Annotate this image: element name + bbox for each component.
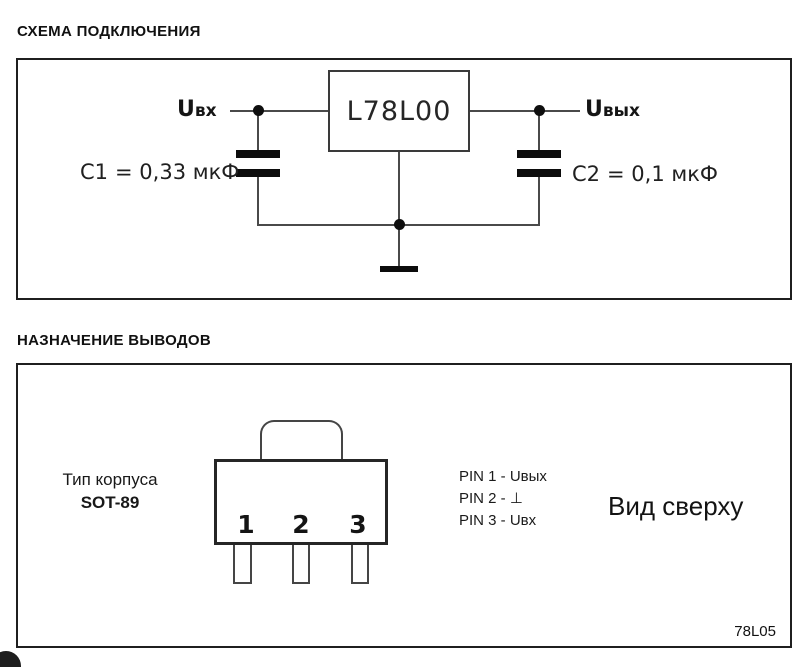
document-code: 78L05 [734, 623, 776, 640]
wire-output [469, 110, 580, 112]
input-voltage-label: Uвх [177, 97, 217, 122]
package-type-label: Тип корпуса [62, 470, 158, 489]
vout-base: U [585, 97, 603, 122]
package-tab [260, 420, 343, 463]
package-type: Тип корпуса SOT-89 [50, 470, 170, 513]
wire-c2-top [538, 111, 540, 151]
pin-assignment-2: PIN 2 - ⊥ [459, 490, 523, 507]
pin-assignment-list: PIN 1 - Uвых PIN 2 - ⊥ PIN 3 - Uвх [459, 466, 547, 532]
junction-dot-ground [394, 219, 405, 230]
package-leg-3 [351, 545, 369, 584]
pin-number-2: 2 [292, 510, 310, 539]
package-leg-2 [292, 545, 310, 584]
c2-plate-top [517, 150, 561, 158]
wire-chip-ground [398, 152, 400, 267]
pin-assignment-1: PIN 1 - Uвых [459, 468, 547, 485]
vout-sub: вых [602, 101, 640, 121]
c1-plate-top [236, 150, 280, 158]
regulator-box: L78L00 [328, 70, 470, 152]
output-voltage-label: Uвых [585, 97, 640, 122]
wire-c2-bottom [538, 177, 540, 225]
page-corner-shadow [0, 651, 21, 667]
c2-plate-bottom [517, 169, 561, 177]
package-type-value: SOT-89 [80, 493, 140, 512]
package-leg-1 [233, 545, 252, 584]
pin-assignment-3: PIN 3 - Uвх [459, 512, 537, 529]
wire-c1-top [257, 111, 259, 151]
view-orientation-label: Вид сверху [608, 491, 744, 521]
junction-dot-input [253, 105, 264, 116]
c1-name: C1 [80, 160, 109, 184]
wire-c1-bottom [257, 177, 259, 225]
pinout-frame [16, 363, 792, 648]
c2-name: C2 [572, 162, 601, 186]
pin-number-3: 3 [349, 510, 367, 539]
c1-value: = 0,33 мкФ [115, 160, 240, 184]
vin-sub: вх [194, 101, 217, 121]
schematic-section-title: СХЕМА ПОДКЛЮЧЕНИЯ [17, 23, 201, 40]
c2-value: = 0,1 мкФ [607, 162, 718, 186]
junction-dot-output [534, 105, 545, 116]
c1-label: C1= 0,33 мкФ [80, 160, 239, 184]
pin-number-1: 1 [237, 510, 255, 539]
vin-base: U [177, 97, 195, 122]
ground-symbol [380, 266, 418, 272]
regulator-label: L78L00 [346, 95, 452, 127]
c2-label: C2= 0,1 мкФ [572, 162, 718, 186]
wire-input [230, 110, 329, 112]
c1-plate-bottom [236, 169, 280, 177]
package-body [214, 459, 388, 545]
pinout-section-title: НАЗНАЧЕНИЕ ВЫВОДОВ [17, 332, 211, 349]
